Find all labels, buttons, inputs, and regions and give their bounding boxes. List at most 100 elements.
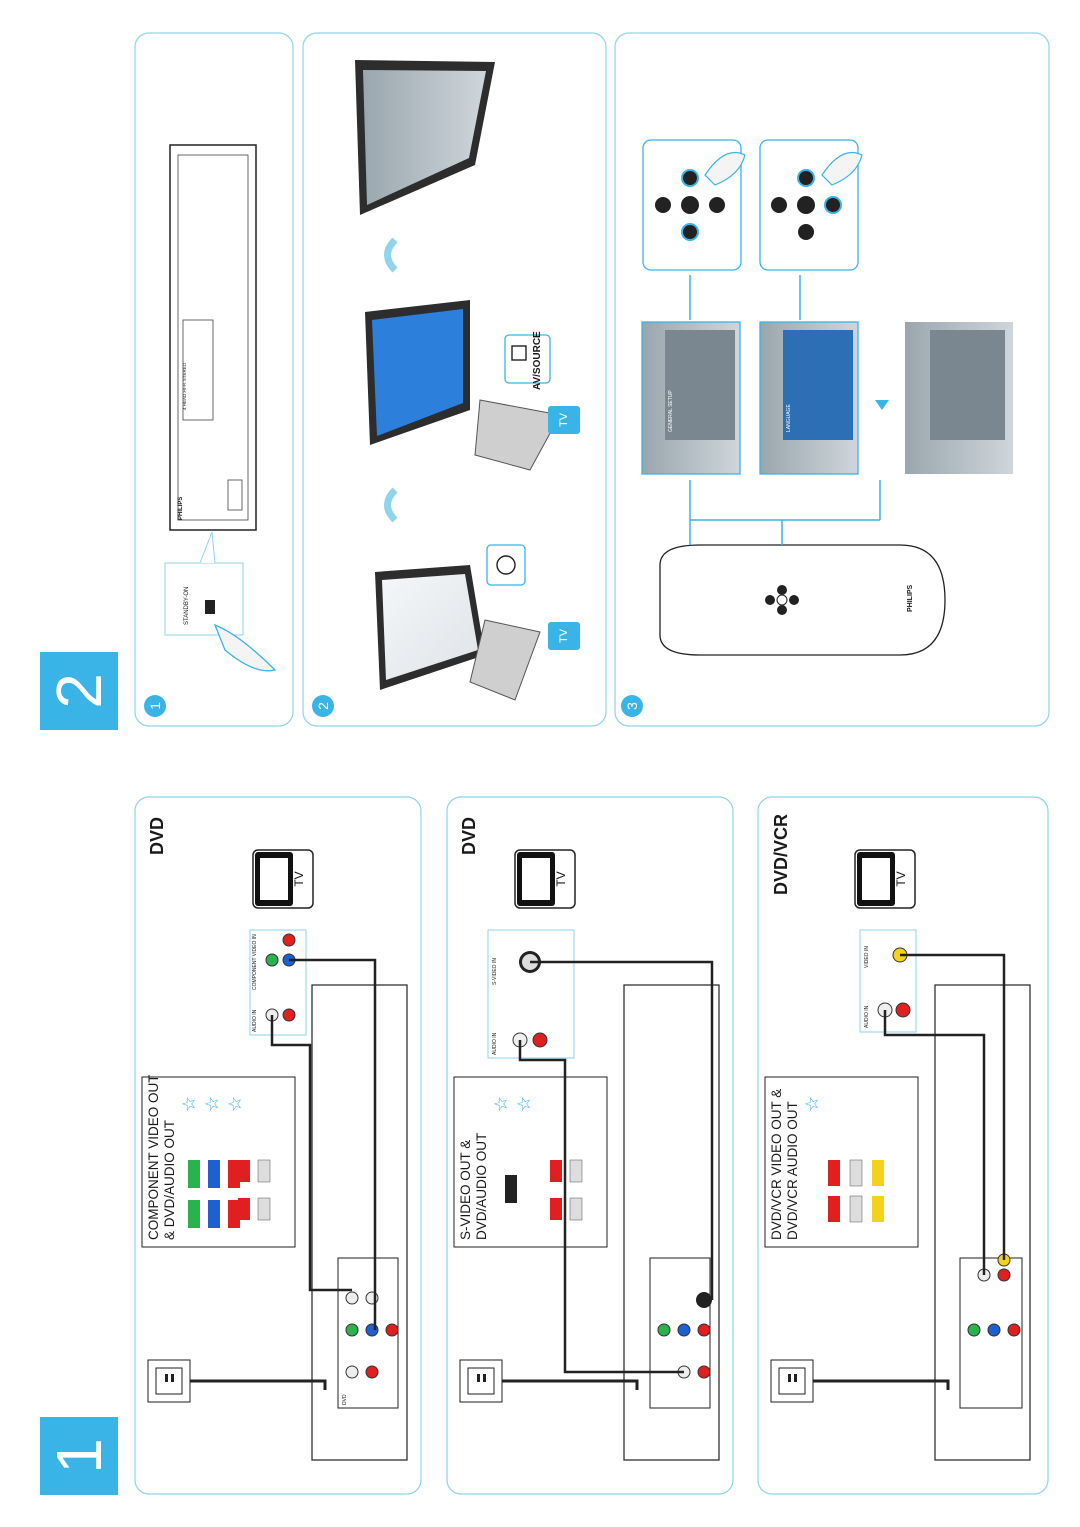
remote-icon <box>469 619 541 701</box>
hand-icon <box>704 151 746 186</box>
jack-label-video-in: VIDEO IN <box>864 946 870 968</box>
power-outlet-icon <box>147 1359 327 1403</box>
section-number-1-bg <box>40 1417 118 1495</box>
jack-label-audio-in: AUDIO IN <box>252 1009 258 1032</box>
menu-title: LANGUAGE <box>786 404 792 432</box>
down-button[interactable] <box>798 224 814 240</box>
star: ☆ <box>514 1096 534 1112</box>
title-line-1: COMPONENT VIDEO OUT <box>146 1074 161 1240</box>
right-button[interactable] <box>824 196 842 214</box>
remote-icon <box>474 399 561 471</box>
rear-label-dvd: DVD <box>342 1394 348 1405</box>
title-line-2: DVD/AUDIO OUT <box>474 1133 489 1240</box>
hand-icon <box>821 151 863 186</box>
tv-jack-panel: AUDIO IN S-VIDEO IN <box>487 929 575 1059</box>
arrow-icon <box>875 400 889 410</box>
player-model: 4 HEAD HI-FI STEREO <box>182 362 187 410</box>
menu-title: GENERAL SETUP <box>668 390 674 432</box>
tv-icon: TV <box>252 849 314 909</box>
tv-badge-text: TV <box>558 628 570 643</box>
down-button[interactable] <box>681 223 699 241</box>
player-brand: PHILIPS <box>178 497 184 520</box>
section-number-1-text: 1 <box>43 1438 115 1474</box>
tv-jack-panel: AUDIO IN COMPONENT VIDEO IN <box>249 929 307 1036</box>
remote-brand: PHILIPS <box>907 584 914 612</box>
star: ☆ <box>802 1096 822 1112</box>
standby-button[interactable] <box>205 600 215 614</box>
quality-stars: ☆ ☆ <box>491 1096 534 1112</box>
step-2-number: 2 <box>315 702 331 710</box>
section-number-2: 2 <box>40 652 118 730</box>
tv-label: TV <box>292 871 306 886</box>
tv-badge: TV <box>548 406 580 434</box>
title-line-1: S-VIDEO OUT & <box>458 1140 473 1240</box>
av-source-icon[interactable] <box>511 345 527 361</box>
up-button[interactable] <box>797 169 815 187</box>
player-rear-panel: DVD <box>311 984 408 1461</box>
left-button[interactable] <box>655 197 671 213</box>
tv-blue <box>365 300 470 445</box>
connection-panel-svideo: DVD TV AUDIO IN S-VIDEO IN S-VIDEO OUT &… <box>446 796 734 1495</box>
nav-pad-1 <box>642 139 746 271</box>
power-outlet-icon <box>459 1359 639 1403</box>
arrow-icon <box>384 487 398 523</box>
device-label: DVD <box>459 817 479 855</box>
step-1-number: 1 <box>147 702 163 710</box>
connection-panel-composite: DVD/VCR TV AUDIO IN VIDEO IN DVD/VCR VID… <box>757 796 1049 1495</box>
ok-button[interactable] <box>797 196 815 214</box>
right-button[interactable] <box>709 197 725 213</box>
step-3-badge <box>621 695 643 717</box>
device-label: DVD/VCR <box>771 814 791 895</box>
step-2-badge <box>312 695 334 717</box>
quality-stars: ☆ ☆ ☆ <box>179 1096 245 1112</box>
nav-pad-2 <box>759 139 863 271</box>
ok-button[interactable] <box>681 196 699 214</box>
tv-icon: TV <box>854 849 916 909</box>
step-1-badge <box>144 695 166 717</box>
connection-title-box: S-VIDEO OUT & DVD/AUDIO OUT ☆ ☆ <box>453 1076 608 1248</box>
remote-control: PHILIPS <box>659 544 946 656</box>
arrow-icon <box>384 237 398 273</box>
menu-screen-options <box>905 322 1013 474</box>
hand-icon <box>213 623 277 672</box>
section-number-1: 1 <box>40 1417 118 1495</box>
tv-label: TV <box>894 871 908 886</box>
title-line-1: DVD/VCR VIDEO OUT & <box>769 1089 784 1240</box>
title-line-2: DVD/VCR AUDIO OUT <box>785 1101 800 1240</box>
player-rear-panel <box>623 984 720 1461</box>
tv-icon: TV <box>514 849 576 909</box>
section-number-2-bg <box>40 652 118 730</box>
up-button[interactable] <box>681 169 699 187</box>
menu-screen-language: LANGUAGE <box>759 321 859 475</box>
tv-badge: TV <box>548 622 580 650</box>
section-number-2-text: 2 <box>43 673 115 709</box>
tv-jack-panel: AUDIO IN VIDEO IN <box>859 929 917 1033</box>
jack-label-s-video-in: S-VIDEO IN <box>492 958 498 985</box>
step-2-panel: 2 AV/SOURCE <box>302 32 607 727</box>
connection-panel-component: DVD TV AUDIO IN COMPONENT VIDEO IN COMPO… <box>134 796 422 1495</box>
step-3-panel: 3 PHILIPS GENERAL SETUP LANGUAGE <box>614 32 1050 727</box>
jack-label-component-in: COMPONENT VIDEO IN <box>252 934 258 990</box>
star: ☆ <box>491 1096 511 1112</box>
star: ☆ <box>225 1096 245 1112</box>
step-1-panel: 1 PHILIPS 4 HEAD HI-FI STEREO STANDBY-ON <box>134 32 294 727</box>
player-front: PHILIPS 4 HEAD HI-FI STEREO <box>169 144 257 531</box>
tv-power-callout <box>486 544 526 586</box>
quality-stars: ☆ <box>802 1096 822 1112</box>
connection-title-box: DVD/VCR VIDEO OUT & DVD/VCR AUDIO OUT ☆ <box>764 1076 919 1248</box>
tv-menu-on <box>355 60 495 215</box>
title-line-2: & DVD/AUDIO OUT <box>162 1120 177 1240</box>
tv-off <box>375 565 485 690</box>
standby-callout: STANDBY-ON <box>164 531 277 672</box>
left-button[interactable] <box>771 197 787 213</box>
av-source-label: AV/SOURCE <box>532 331 543 390</box>
connection-title-box: COMPONENT VIDEO OUT & DVD/AUDIO OUT ☆ ☆ … <box>141 1074 296 1248</box>
power-icon[interactable] <box>496 555 516 575</box>
menu-screen-setup: GENERAL SETUP <box>641 321 741 475</box>
power-outlet-icon <box>770 1359 950 1403</box>
standby-label: STANDBY-ON <box>184 587 190 625</box>
step-3-number: 3 <box>624 702 640 710</box>
star: ☆ <box>179 1096 199 1112</box>
jack-label-audio-in: AUDIO IN <box>864 1005 870 1028</box>
device-label: DVD <box>147 817 167 855</box>
